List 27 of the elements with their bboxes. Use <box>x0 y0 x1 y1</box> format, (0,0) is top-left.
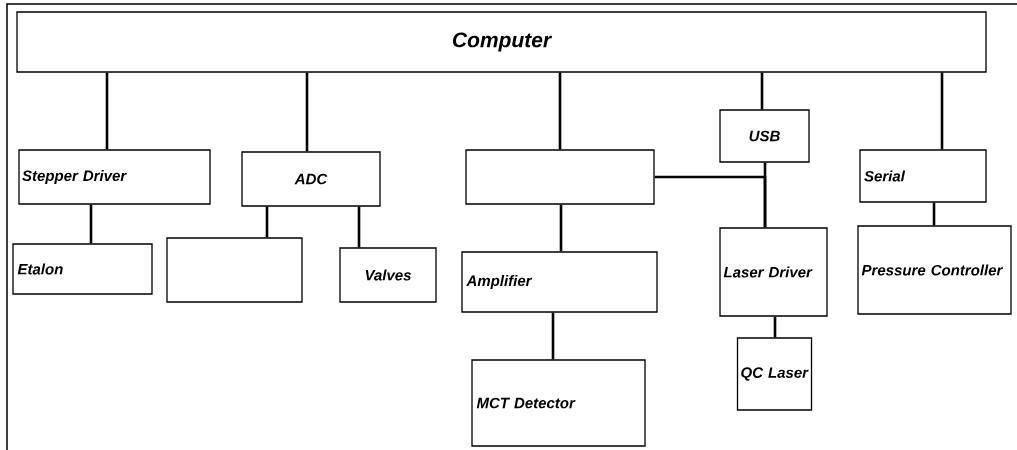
device-box <box>166 237 303 303</box>
connector-line <box>558 72 562 150</box>
device-box: QC Laser <box>736 337 813 411</box>
device-box: Laser Driver <box>719 227 828 317</box>
connector-line <box>105 72 109 150</box>
connector-line <box>654 175 767 228</box>
device-box <box>465 149 655 205</box>
device-box: Amplifier <box>461 251 658 313</box>
connector-line <box>89 204 93 244</box>
connector-line <box>265 206 269 238</box>
device-box: Stepper Driver <box>18 149 211 205</box>
device-box: USB <box>719 109 810 163</box>
connector-line <box>940 72 944 150</box>
connector-line <box>551 312 555 360</box>
connector-line <box>760 72 764 110</box>
connector-line <box>305 72 309 152</box>
device-box: Pressure Controller <box>857 225 1012 315</box>
device-box: Etalon <box>12 243 153 295</box>
device-box: ADC <box>241 151 381 207</box>
device-box: Valves <box>339 247 437 303</box>
connector-line <box>773 316 777 338</box>
connector-line <box>559 204 563 252</box>
connector-line <box>357 206 361 248</box>
connector-line <box>932 202 936 226</box>
device-box: Serial <box>859 149 987 203</box>
title-box: Computer <box>16 11 987 73</box>
device-box: MCT Detector <box>471 359 646 447</box>
